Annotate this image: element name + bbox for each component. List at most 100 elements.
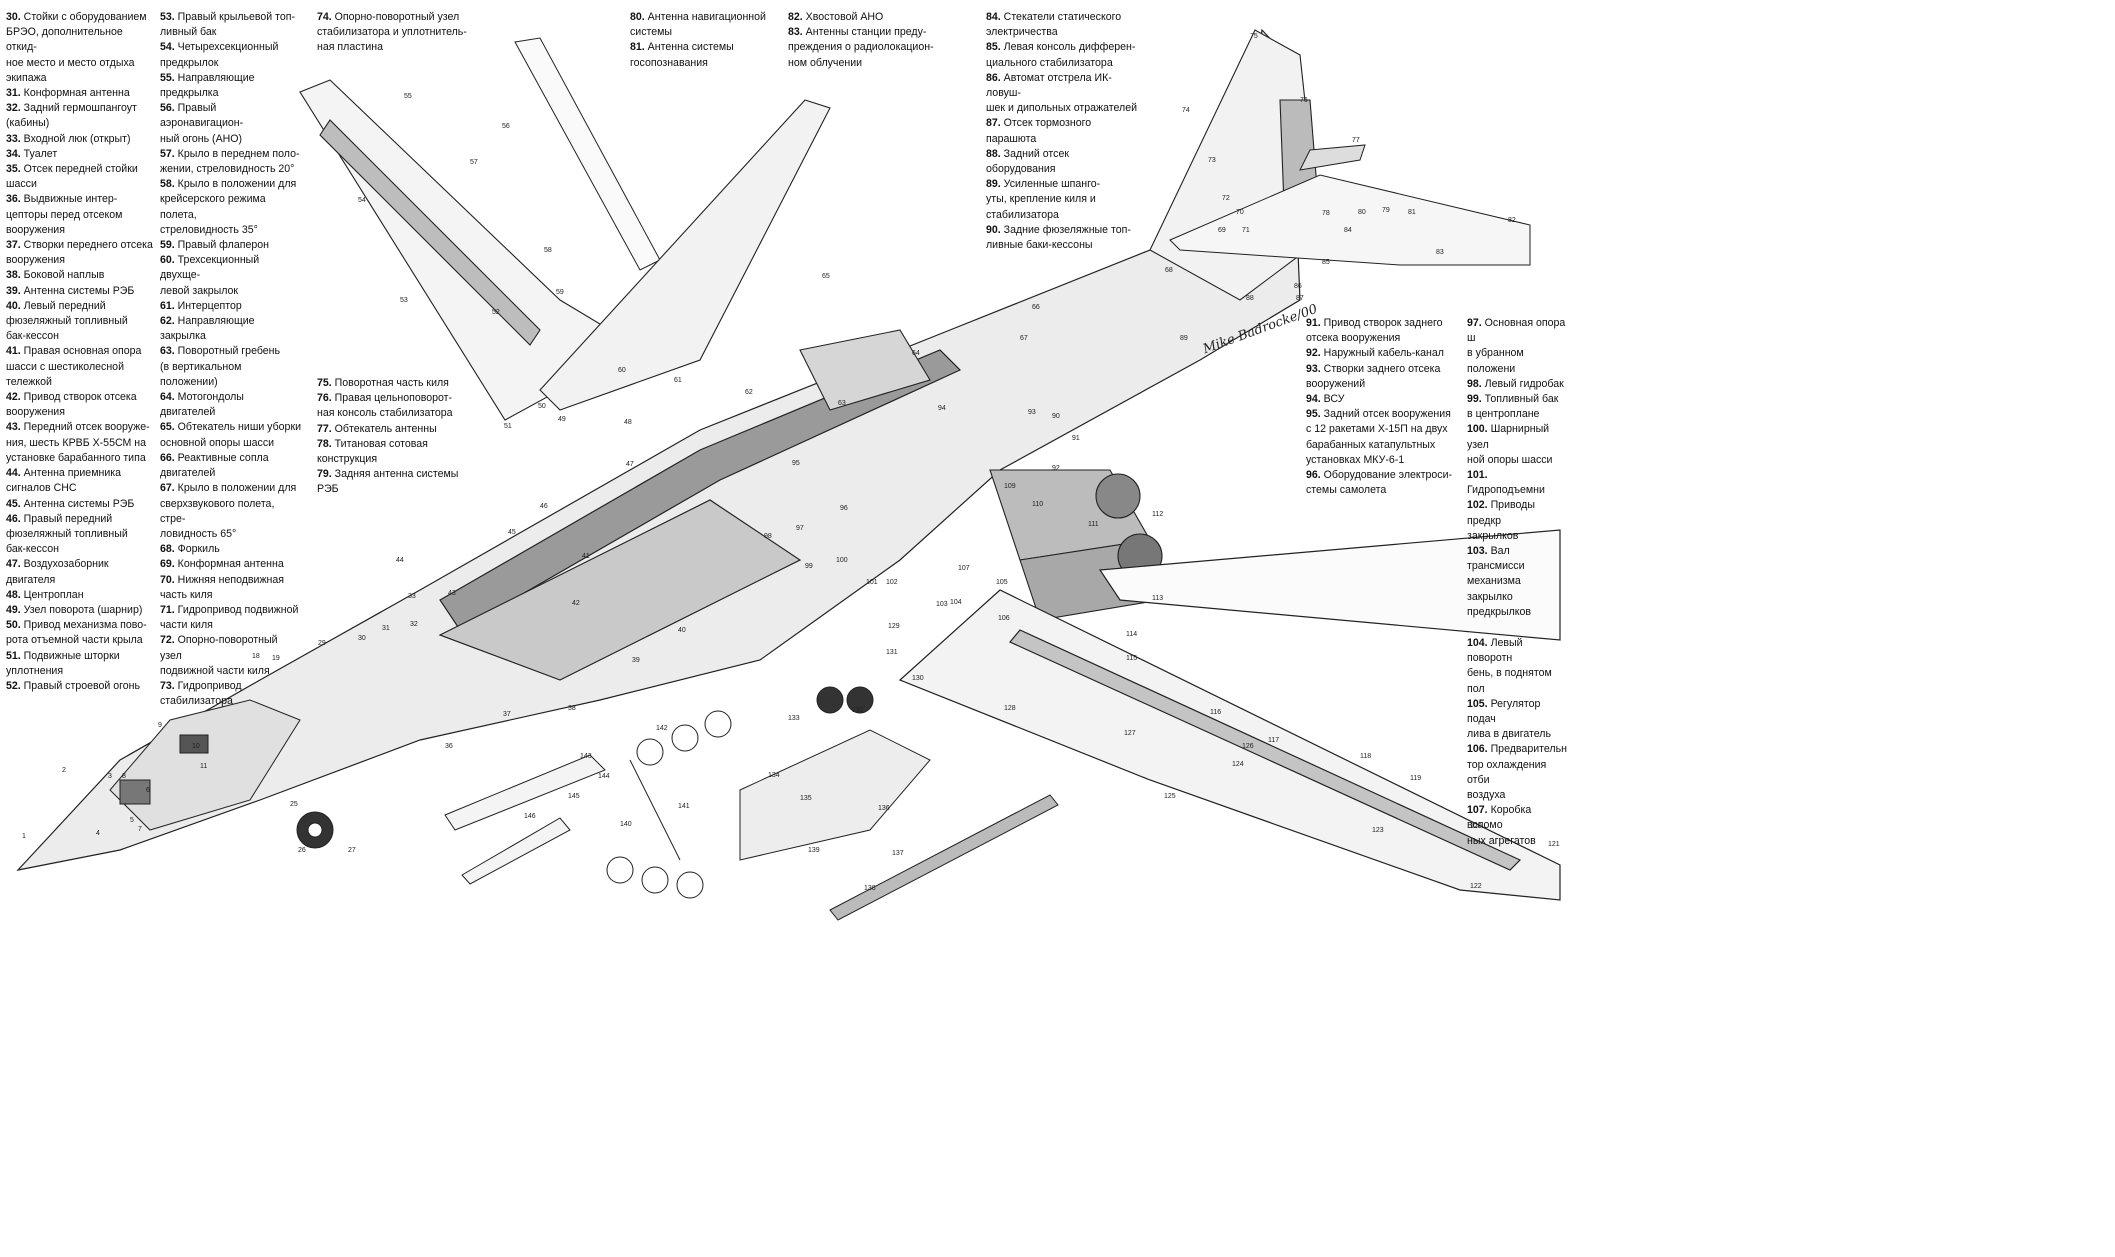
legend-entry-text: Правый флаперон — [174, 239, 269, 252]
legend-entry-number: 92. — [1306, 347, 1321, 360]
legend-entry: 71. Гидропривод подвижной части киля — [160, 603, 302, 633]
legend-column-8: 91. Привод створок заднего отсека вооруж… — [1306, 316, 1456, 498]
legend-entry-number: 74. — [317, 11, 332, 23]
legend-column-10: 104. Левый поворотн бень, в поднятом пол… — [1467, 636, 1568, 849]
legend-entry-number: 104. — [1467, 637, 1488, 649]
callout: 46 — [540, 503, 548, 510]
cockpit — [109, 699, 301, 831]
legend-entry: 104. Левый поворотн бень, в поднятом пол — [1467, 636, 1568, 697]
legend-entry-text: Гидропривод стабилизатора — [160, 679, 242, 708]
legend-entry-number: 43. — [6, 421, 21, 434]
legend-entry: 91. Привод створок заднего отсека вооруж… — [1306, 316, 1456, 346]
main-gear-bogie-detail — [606, 710, 732, 899]
legend-entry-number: 59. — [160, 239, 175, 252]
legend-entry-number: 33. — [6, 132, 21, 145]
callout: 116 — [1210, 709, 1221, 716]
callout: 27 — [348, 847, 356, 854]
callout: 115 — [1126, 655, 1137, 662]
legend-entry: 81. Антенна системы госопознавания — [630, 40, 780, 70]
legend-entry-number: 96. — [1306, 469, 1321, 482]
callout: 130 — [912, 675, 924, 682]
callout: 106 — [998, 615, 1010, 622]
callout: 111 — [1088, 521, 1099, 528]
legend-entry: 57. Крыло в переднем поло- жении, стрело… — [160, 147, 302, 177]
legend-entry: 34. Туалет — [6, 147, 154, 162]
ventral-fin-detail — [739, 729, 931, 861]
legend-entry-number: 105. — [1467, 697, 1488, 710]
callout: 77 — [1352, 137, 1360, 144]
callout: 53 — [400, 297, 408, 304]
legend-entry-text: Стекатели статического электричества — [986, 11, 1122, 39]
callout: 40 — [678, 627, 686, 634]
callout: 57 — [470, 159, 478, 166]
legend-entry-text: Оборудование электроси- стемы самолета — [1306, 469, 1453, 497]
callout: 133 — [788, 715, 800, 722]
legend-entry-number: 63. — [160, 345, 175, 358]
legend-entry-text: Левый поворотн бень, в поднятом пол — [1467, 637, 1552, 695]
legend-entry: 76. Правая цельноповорот- ная консоль ст… — [317, 391, 467, 421]
legend-entry-text: Направляющие закрылка — [160, 315, 255, 343]
legend-entry: 69. Конформная антенна — [160, 557, 302, 572]
callout: 76 — [1300, 97, 1308, 104]
legend-column-7: 84. Стекатели статического электричества… — [986, 10, 1146, 253]
legend-entry-number: 71. — [160, 603, 175, 616]
legend-entry: 64. Мотогондолы двигателей — [160, 390, 302, 420]
legend-entry: 66. Реактивные сопла двигателей — [160, 451, 302, 481]
legend-entry: 90. Задние фюзеляжные топ- ливные баки-к… — [986, 223, 1146, 253]
legend-entry: 43. Передний отсек вооруже- ния, шесть К… — [6, 420, 154, 466]
legend-entry-number: 38. — [6, 269, 21, 282]
callout: 4 — [96, 830, 100, 837]
callout: 7 — [138, 826, 142, 833]
legend-entry-number: 72. — [160, 634, 175, 647]
legend-entry-number: 87. — [986, 117, 1001, 130]
legend-entry-text: Задние фюзеляжные топ- ливные баки-кессо… — [986, 223, 1131, 252]
callout: 90 — [1052, 413, 1060, 420]
callout: 91 — [1072, 435, 1080, 442]
right-wing-cruise-position — [514, 37, 661, 271]
legend-entry-text: Гидроподъемни — [1467, 484, 1545, 497]
legend-entry-number: 52. — [6, 679, 21, 692]
legend-entry: 94. ВСУ — [1306, 392, 1456, 407]
callout: 117 — [1268, 737, 1279, 744]
legend-entry-number: 90. — [986, 223, 1001, 236]
legend-entry-number: 31. — [6, 87, 21, 100]
legend-entry: 36. Выдвижные интер- цепторы перед отсек… — [6, 192, 154, 238]
legend-entry: 47. Воздухозаборник двигателя — [6, 557, 154, 587]
callout: 105 — [996, 579, 1008, 586]
legend-entry-text: Антенны станции преду- преждения о радио… — [788, 26, 934, 69]
legend-entry-number: 41. — [6, 345, 21, 358]
legend-entry-number: 68. — [160, 543, 175, 556]
callout: 139 — [808, 847, 820, 854]
callout: 141 — [678, 803, 690, 810]
left-wing — [898, 529, 1561, 901]
callout: 63 — [838, 400, 846, 407]
missile-kh-55sm — [444, 754, 606, 831]
legend-entry-text: Титановая сотовая конструкция — [317, 437, 428, 466]
legend-entry-number: 89. — [986, 178, 1001, 191]
callout: 9 — [158, 722, 162, 729]
legend-entry: 63. Поворотный гребень (в вертикальном п… — [160, 344, 302, 390]
legend-entry: 79. Задняя антенна системы РЭБ — [317, 467, 467, 497]
callout: 70 — [1236, 209, 1244, 216]
legend-entry-text: Подвижные шторки уплотнения — [6, 649, 120, 677]
callout: 126 — [1242, 743, 1254, 750]
callout: 101 — [866, 579, 878, 586]
callout: 71 — [1242, 227, 1250, 234]
legend-entry-text: Антенна системы госопознавания — [630, 41, 734, 69]
legend-entry-text: Антенна навигационной системы — [630, 11, 766, 39]
legend-entry-number: 62. — [160, 315, 175, 328]
legend-entry-text: Крыло в переднем поло- жении, стреловидн… — [160, 147, 300, 176]
legend-entry-number: 65. — [160, 421, 175, 434]
legend-entry-text: Гидропривод подвижной части киля — [160, 603, 299, 632]
callout: 2 — [62, 767, 66, 774]
callout: 87 — [1296, 295, 1304, 302]
callout: 102 — [886, 579, 898, 586]
legend-entry: 70. Нижняя неподвижная часть киля — [160, 573, 302, 603]
callout: 31 — [382, 625, 390, 632]
legend-entry-text: Туалет — [20, 147, 58, 160]
legend-entry-text: Центроплан — [20, 588, 84, 601]
legend-entry-text: Реактивные сопла двигателей — [160, 451, 269, 480]
callout: 36 — [445, 743, 453, 750]
callout: 5 — [130, 817, 134, 824]
